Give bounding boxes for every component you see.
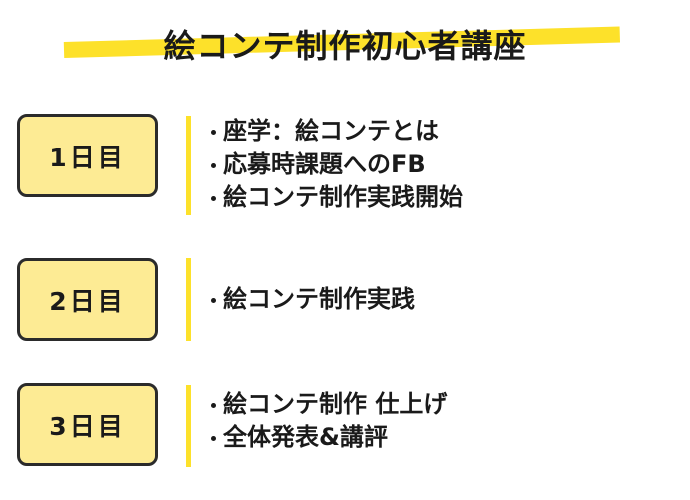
day-3-item-1: 絵コンテ制作 仕上げ — [210, 388, 447, 421]
course-title-banner: 絵コンテ制作初心者講座 — [0, 0, 690, 80]
day-2-label-box: 2日目 — [17, 258, 158, 341]
course-title: 絵コンテ制作初心者講座 — [163, 27, 527, 65]
day-2-item-1: 絵コンテ制作実践 — [210, 283, 415, 316]
day-1-item-3: 絵コンテ制作実践開始 — [210, 181, 463, 214]
day-3-item-2: 全体発表&講評 — [210, 421, 447, 454]
day-3-item-list: 絵コンテ制作 仕上げ 全体発表&講評 — [210, 388, 447, 454]
day-2-item-list: 絵コンテ制作実践 — [210, 283, 415, 316]
day-2-divider — [186, 258, 191, 341]
day-1-item-2: 応募時課題へのFB — [210, 148, 463, 181]
day-1-label-box: 1日目 — [17, 114, 158, 197]
day-1-item-list: 座学：絵コンテとは 応募時課題へのFB 絵コンテ制作実践開始 — [210, 115, 463, 214]
day-1-item-1: 座学：絵コンテとは — [210, 115, 463, 148]
day-3-label-box: 3日目 — [17, 383, 158, 466]
day-3-divider — [186, 385, 191, 467]
day-1-divider — [186, 116, 191, 215]
